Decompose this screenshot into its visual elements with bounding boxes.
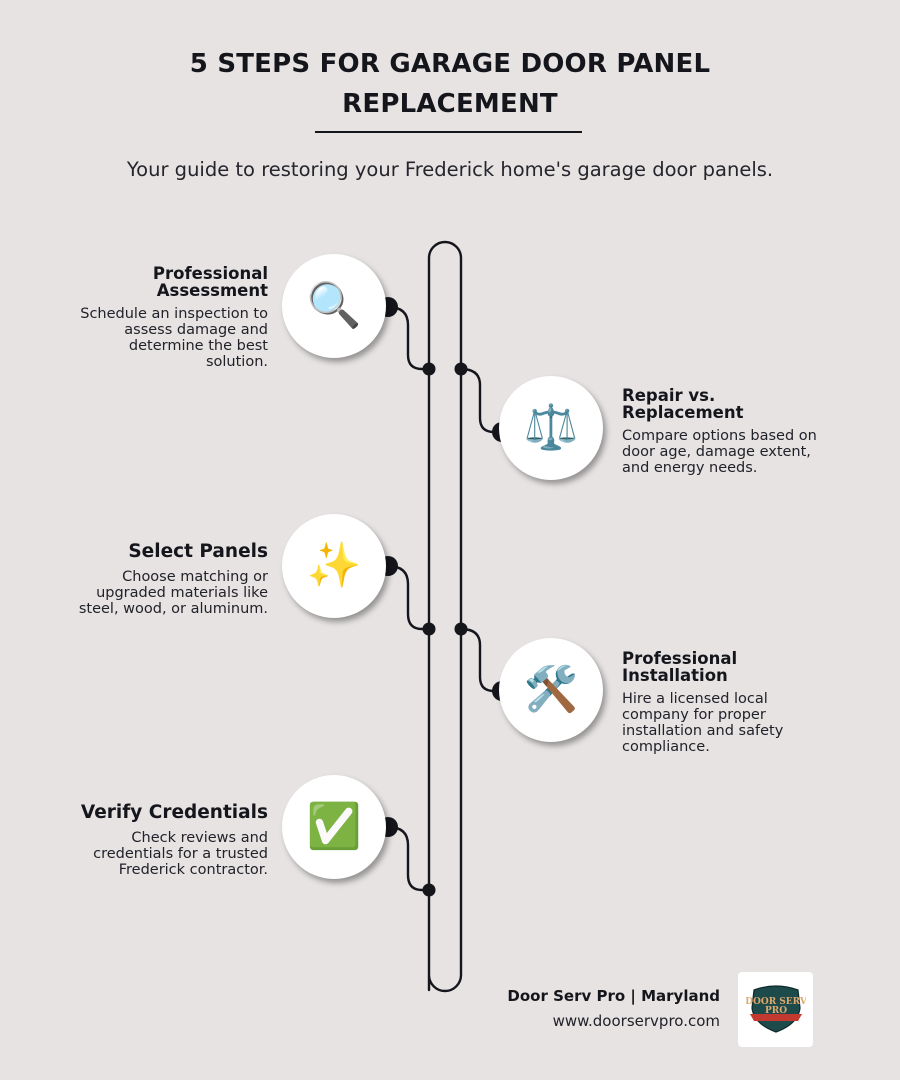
step-5-icon-circle: ✅ — [282, 775, 386, 879]
step-5-description: Check reviews and credentials for a trus… — [93, 830, 268, 878]
page-title: 5 STEPS FOR GARAGE DOOR PANEL REPLACEMEN… — [0, 44, 900, 124]
check-mark-button-icon: ✅ — [306, 801, 362, 852]
step-4-icon-circle: 🛠️ — [499, 638, 603, 742]
step-3-title: Select Panels — [128, 541, 268, 562]
hammer-wrench-icon: 🛠️ — [523, 664, 579, 715]
step-2-text: Repair vs. Replacement Compare options b… — [622, 387, 862, 476]
step-1-title: Professional Assessment — [152, 264, 268, 300]
svg-text:DOOR SERV: DOOR SERV — [746, 997, 806, 1007]
company-logo: DOOR SERV PRO — [738, 972, 813, 1047]
title-line-2: REPLACEMENT — [342, 89, 558, 119]
title-underline-divider — [315, 131, 582, 133]
step-5-title: Verify Credentials — [80, 802, 268, 823]
step-1-text: Professional Assessment Schedule an insp… — [28, 265, 268, 370]
balance-scale-icon: ⚖️ — [523, 402, 579, 453]
step-2-icon-circle: ⚖️ — [499, 376, 603, 480]
step-1-icon-circle: 🔍 — [282, 254, 386, 358]
step-3-icon-circle: ✨ — [282, 514, 386, 618]
magnifying-glass-icon: 🔍 — [306, 280, 362, 331]
step-4-text: Professional Installation Hire a license… — [622, 650, 862, 755]
step-2-title: Repair vs. Replacement — [622, 386, 744, 422]
svg-text:PRO: PRO — [764, 1006, 786, 1016]
step-5-text: Verify Credentials Check reviews and cre… — [28, 802, 268, 879]
sparkles-icon: ✨ — [306, 540, 362, 591]
step-1-description: Schedule an inspection to assess damage … — [80, 306, 268, 370]
subtitle: Your guide to restoring your Frederick h… — [126, 158, 774, 181]
step-3-description: Choose matching or upgraded materials li… — [78, 569, 268, 617]
footer-website-link[interactable]: www.doorservpro.com — [552, 1012, 720, 1030]
step-3-text: Select Panels Choose matching or upgrade… — [28, 541, 268, 618]
title-line-1: 5 STEPS FOR GARAGE DOOR PANEL — [189, 49, 711, 79]
door-serv-pro-shield-icon: DOOR SERV PRO — [746, 984, 806, 1033]
step-4-title: Professional Installation — [622, 649, 738, 685]
step-2-description: Compare options based on door age, damag… — [622, 428, 817, 476]
footer-brand-name: Door Serv Pro | Maryland — [507, 987, 720, 1005]
step-4-description: Hire a licensed local company for proper… — [622, 691, 784, 755]
